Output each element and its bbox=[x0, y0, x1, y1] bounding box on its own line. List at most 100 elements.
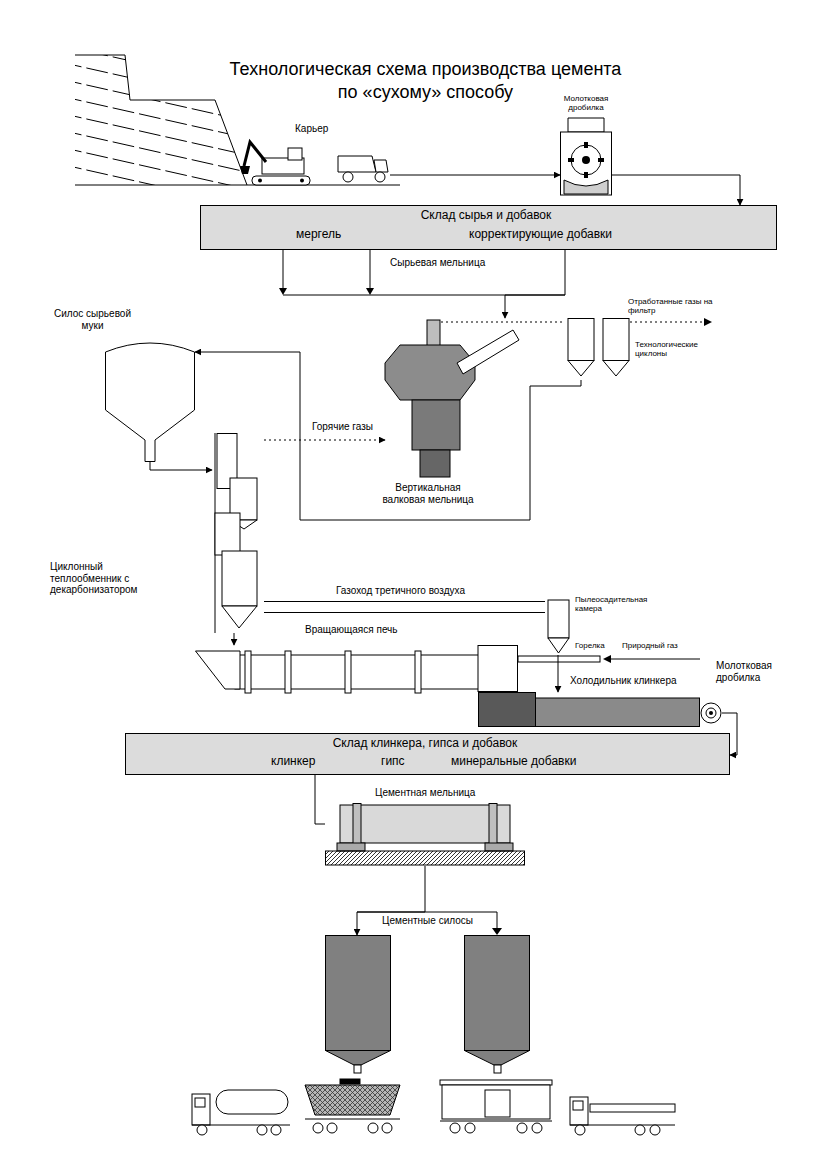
rotary-kiln-shape-part bbox=[345, 651, 351, 693]
box-car-part bbox=[450, 1123, 460, 1133]
hammer-crusher: Молотковая дробилка bbox=[700, 702, 722, 724]
flatbed-truck bbox=[570, 1097, 675, 1135]
exhaust-gas-line-part bbox=[441, 322, 520, 323]
quarry-hill-part-part bbox=[60, 96, 260, 141]
quarry-equipment: Карьер bbox=[240, 140, 390, 185]
hopper-wagon-part bbox=[368, 1123, 378, 1133]
cyclones-shape-part bbox=[568, 319, 594, 361]
flow-line bbox=[520, 322, 565, 323]
hammer-crusher-shape bbox=[700, 702, 722, 724]
node-label: Холодильник клинкера bbox=[570, 675, 677, 687]
box-car-part bbox=[485, 1090, 510, 1117]
burner-pipe-part bbox=[610, 659, 700, 660]
box-car-part bbox=[532, 1123, 542, 1133]
cyclones-shape-part bbox=[603, 361, 629, 377]
diagram-label: Отработанные газы на фильтр bbox=[628, 297, 718, 315]
cement-silos-shape-part bbox=[465, 936, 530, 1051]
raw-meal-silo-shape-part bbox=[106, 343, 195, 462]
flow-line bbox=[234, 633, 235, 645]
settling-chamber-shape-part bbox=[548, 638, 569, 653]
flow-line bbox=[558, 655, 559, 692]
quarry-equipment-shape-part bbox=[244, 142, 266, 166]
cement-mill-shape-part bbox=[485, 843, 513, 851]
settling-chamber-shape-part bbox=[548, 600, 569, 638]
cyclones-shape bbox=[565, 318, 630, 380]
flow-connector bbox=[505, 250, 565, 318]
cement-mill-shape-part bbox=[340, 805, 510, 843]
node-label: Карьер bbox=[295, 123, 328, 135]
hopper-wagon-part bbox=[305, 1085, 400, 1115]
flow-connector bbox=[390, 175, 560, 176]
cement-silos: Цементные силосы bbox=[325, 935, 530, 1075]
roller-mill-shape-part bbox=[412, 400, 460, 450]
cyclone-preheater-shape-part bbox=[215, 513, 240, 555]
raw-feed-lines-part bbox=[283, 250, 284, 290]
cement-silos-shape-part bbox=[494, 1065, 501, 1073]
settling-chamber-shape bbox=[545, 598, 572, 655]
hammer-crusher-shape-part bbox=[568, 118, 604, 132]
flatbed-truck-part bbox=[570, 1097, 588, 1125]
quarry-hill-part bbox=[75, 55, 247, 185]
silo-split-line-part bbox=[492, 928, 502, 935]
roller-mill-shape-part bbox=[457, 330, 519, 374]
rotary-kiln-shape-part bbox=[245, 651, 251, 693]
cyclones-shape-part bbox=[603, 319, 629, 361]
quarry-equipment-shape bbox=[240, 140, 390, 185]
roller-mill-shape-part bbox=[427, 320, 440, 346]
quarry-equipment-shape-part bbox=[375, 172, 385, 182]
node-label: Пылеосадительная камера bbox=[575, 595, 655, 613]
tank-truck-part bbox=[192, 1094, 210, 1125]
burner-pipe-part bbox=[518, 656, 600, 662]
exhaust-gas-line-part bbox=[630, 322, 705, 323]
box-car-part bbox=[440, 1080, 552, 1085]
cement-mill-shape-part bbox=[353, 804, 361, 845]
duct-outline bbox=[264, 601, 545, 613]
flow-line bbox=[150, 462, 212, 470]
diagram-label: Сырьевая мельница bbox=[390, 257, 485, 269]
cement-mill-shape-part bbox=[337, 843, 365, 851]
quarry-equipment-shape-part bbox=[343, 172, 353, 182]
flow-connector bbox=[558, 655, 559, 692]
node-label: клинкер bbox=[271, 755, 315, 769]
node-label: Силос сырьевой муки bbox=[45, 308, 140, 331]
node-label: корректирующие добавки bbox=[469, 228, 612, 242]
edge-label: Горячие газы bbox=[310, 421, 375, 433]
burner-pipe bbox=[518, 655, 700, 663]
roller-mill: Вертикальная валковая мельница bbox=[385, 318, 520, 478]
hammer-crusher-shape-part bbox=[561, 132, 612, 195]
hopper-wagon-part bbox=[340, 1079, 360, 1084]
quarry-hill-part-part bbox=[60, 164, 260, 209]
storage-band: Склад сырья и добавок мергель корректирующ… bbox=[200, 205, 777, 250]
hopper-wagon-part bbox=[313, 1123, 323, 1133]
box-heading: Склад сырья и добавок bbox=[201, 209, 771, 223]
clinker-cooler-shape-part bbox=[536, 698, 700, 727]
hammer-crusher-shape-part bbox=[584, 142, 588, 148]
flow-connector bbox=[150, 462, 212, 470]
tank-truck bbox=[192, 1090, 290, 1135]
clinker-cooler: Холодильник клинкера bbox=[478, 692, 700, 727]
box-car-part bbox=[517, 1123, 527, 1133]
hopper-wagon-part bbox=[305, 1119, 400, 1120]
hopper-wagon-part bbox=[382, 1123, 392, 1133]
cement-silos-shape-part bbox=[326, 936, 391, 1051]
cement-silos-shape-part bbox=[465, 1051, 530, 1066]
roller-mill-shape-part bbox=[385, 345, 475, 400]
hammer-crusher-shape-part bbox=[706, 708, 716, 718]
tank-truck-part bbox=[271, 1125, 281, 1135]
node-label: мергель bbox=[296, 228, 341, 242]
hammer-crusher-shape-part bbox=[571, 145, 601, 175]
tank-truck-part bbox=[257, 1125, 267, 1135]
flow-connector bbox=[264, 440, 385, 441]
node-label: гипс bbox=[381, 755, 405, 769]
cement-mill-shape-part bbox=[326, 851, 525, 865]
flow-connector bbox=[315, 775, 325, 824]
hammer-crusher-shape-part bbox=[598, 158, 604, 162]
flatbed-truck-part bbox=[635, 1125, 645, 1135]
quarry-equipment-shape-part bbox=[338, 156, 376, 172]
rotary-kiln-shape-part bbox=[235, 655, 480, 689]
roller-mill-shape-part bbox=[420, 450, 450, 477]
cyclone-preheater-shape bbox=[212, 433, 264, 633]
hammer-crusher-shape bbox=[560, 118, 612, 196]
cyclones-shape-part bbox=[568, 361, 594, 377]
